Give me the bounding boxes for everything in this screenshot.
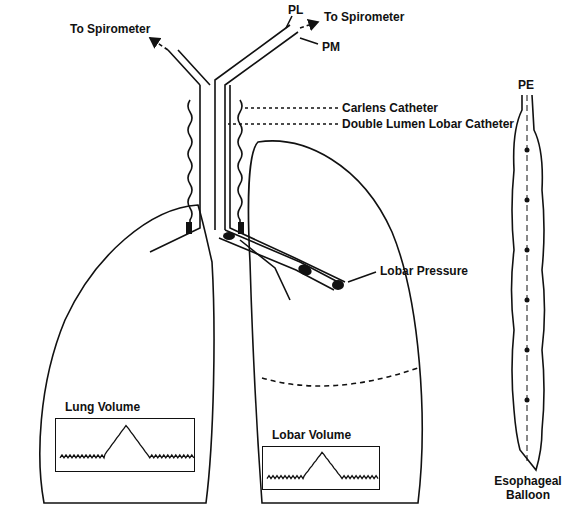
volume-trace-box: Lobar Volume [262,446,380,490]
catheter-label: Carlens Catheter [342,101,438,115]
cuff [332,280,344,290]
pressure-label: PE [518,78,534,92]
leader-line [348,272,376,282]
balloon-hole [525,348,530,353]
carlens-cuff [238,222,244,234]
box-heading: Lobar Volume [272,428,351,442]
balloon-hole [525,298,530,303]
pressure-label: Lobar Pressure [380,264,468,278]
balloon-hole [525,248,530,253]
fissure [262,368,418,386]
trace-frame [55,418,195,472]
volume-trace [56,419,196,473]
pressure-label: PM [322,40,340,54]
right-bronchus [240,240,290,300]
volume-trace-box: Lung Volume [55,418,195,472]
lobar-catheter [219,230,338,290]
pressure-port [286,16,318,44]
spirometer-label: To Spirometer [324,10,404,24]
carlens-cuff [186,222,192,234]
trace-line [60,425,194,457]
balloon-hole [525,198,530,203]
box-heading: Lung Volume [65,400,140,414]
spirometer-arrow [300,22,318,28]
balloon-hole [525,148,530,153]
double-lumen-tube [215,25,298,230]
pressure-label: PL [288,3,303,17]
right-lung [249,141,423,503]
leader-line [228,123,338,125]
esophageal-balloon [512,95,545,470]
trachea [150,85,345,282]
cuff [297,263,314,278]
balloon-label: Esophageal Balloon [488,474,568,502]
balloon-hole [525,398,530,403]
spirometer-arrow [150,38,168,50]
catheter-label: Double Lumen Lobar Catheter [342,117,514,131]
left-tube [168,50,210,85]
trace-frame [262,446,380,490]
cuff [223,232,235,240]
spirometer-label: To Spirometer [70,22,150,36]
volume-trace [263,447,381,491]
leader-line [244,107,338,109]
left-lung [40,205,214,503]
carlens-catheter [188,100,242,232]
trace-line [267,452,378,478]
